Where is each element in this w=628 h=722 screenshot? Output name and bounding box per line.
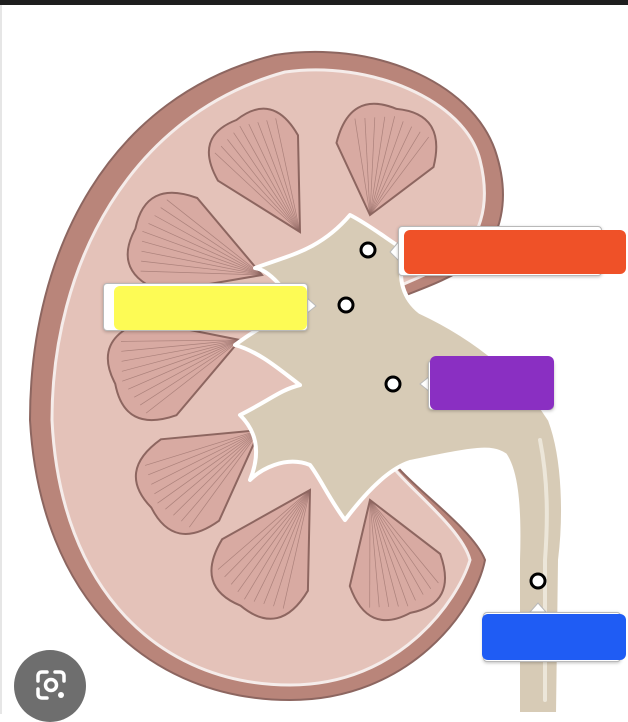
marker-dot <box>361 243 375 257</box>
marker-dot <box>339 298 353 312</box>
marker-dot <box>386 377 400 391</box>
scribble-yellow <box>114 286 307 330</box>
google-lens-icon <box>34 668 68 702</box>
scribble-red <box>404 230 626 274</box>
google-lens-button[interactable] <box>14 650 86 722</box>
scribble-purple <box>430 356 554 410</box>
scribble-blue <box>482 614 626 660</box>
marker-dot <box>531 574 545 588</box>
